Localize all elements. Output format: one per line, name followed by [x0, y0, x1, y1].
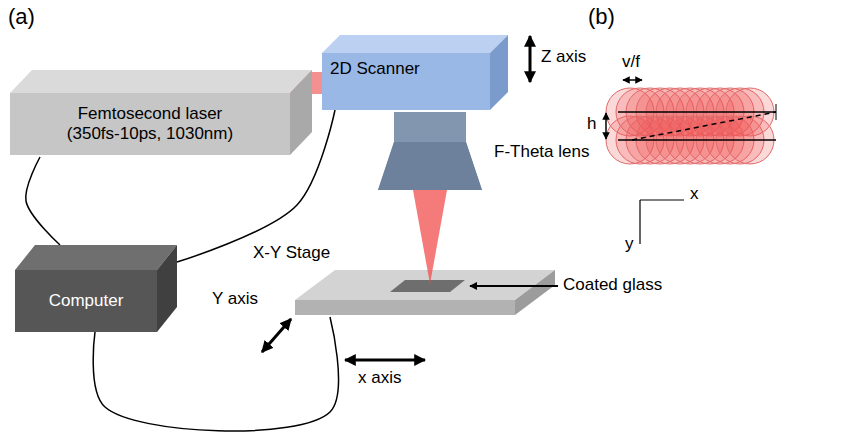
shape-face	[515, 270, 555, 315]
text-holder: X-Y Stage	[253, 243, 330, 263]
y-axis-arrow	[262, 319, 291, 352]
scan-line	[618, 139, 776, 141]
panel-letter: (b)	[588, 4, 615, 30]
laser-spots	[606, 88, 774, 164]
xy-stage: X-Y Stage	[295, 270, 555, 317]
axis-label: x axis	[358, 368, 401, 388]
shape-face	[378, 112, 482, 190]
axis-label: Z axis	[541, 47, 586, 67]
panel-letter: (a)	[8, 4, 35, 30]
shape-face	[295, 300, 515, 315]
shape-face	[390, 280, 465, 292]
computer-box: Computer	[15, 245, 177, 332]
shape-face	[15, 270, 157, 332]
scan-line	[618, 111, 776, 113]
shape-face	[10, 70, 312, 93]
laser-box: Femtosecond laser (350fs-10ps, 1030nm)	[10, 68, 312, 157]
x-axis-line	[640, 199, 684, 200]
shape-face	[378, 142, 482, 190]
text-holder: Computer	[15, 270, 157, 332]
shape-face	[295, 270, 555, 300]
cable	[93, 317, 338, 431]
xy-stage-shape	[295, 270, 555, 317]
focused-beam	[413, 190, 447, 284]
node-label: Computer	[49, 291, 124, 311]
node-label: F-Theta lens	[494, 142, 589, 162]
shape-face	[15, 245, 177, 270]
text-holder: F-Theta lens	[494, 142, 589, 162]
pulse-spacing-arrow	[623, 79, 642, 81]
f-theta-lens: F-Theta lens	[378, 112, 482, 190]
scan-end-tick	[776, 104, 777, 120]
shape-face	[490, 35, 508, 110]
node-label: X-Y Stage	[253, 243, 330, 263]
z-axis-arrow	[529, 36, 532, 82]
node-label: 2D Scanner	[330, 59, 420, 79]
shape-face	[322, 35, 508, 53]
node-label: Femtosecond laser (350fs-10ps, 1030nm)	[58, 104, 243, 145]
f-theta-lens-shape	[378, 112, 482, 190]
y-axis-line	[639, 200, 640, 244]
axis-label: y	[625, 234, 634, 254]
return-line	[632, 112, 776, 140]
text-holder: Femtosecond laser (350fs-10ps, 1030nm)	[10, 93, 290, 155]
text-holder: 2D Scanner	[330, 57, 488, 81]
shape-face	[322, 53, 490, 110]
cable	[26, 157, 60, 245]
axis-label: x	[690, 184, 699, 204]
shape-face	[157, 245, 177, 332]
shape-face	[290, 70, 312, 155]
axis-label: Y axis	[212, 289, 258, 309]
hatch-arrow	[605, 113, 607, 139]
part-label: Coated glass	[563, 275, 662, 295]
pulse-spacing-label: v/f	[622, 52, 640, 72]
scanner-box: 2D Scanner	[322, 35, 508, 110]
shape-face	[10, 93, 290, 155]
computer-box-shape	[15, 245, 177, 332]
x-axis-arrow	[345, 359, 425, 362]
hatch-label: h	[587, 114, 596, 134]
